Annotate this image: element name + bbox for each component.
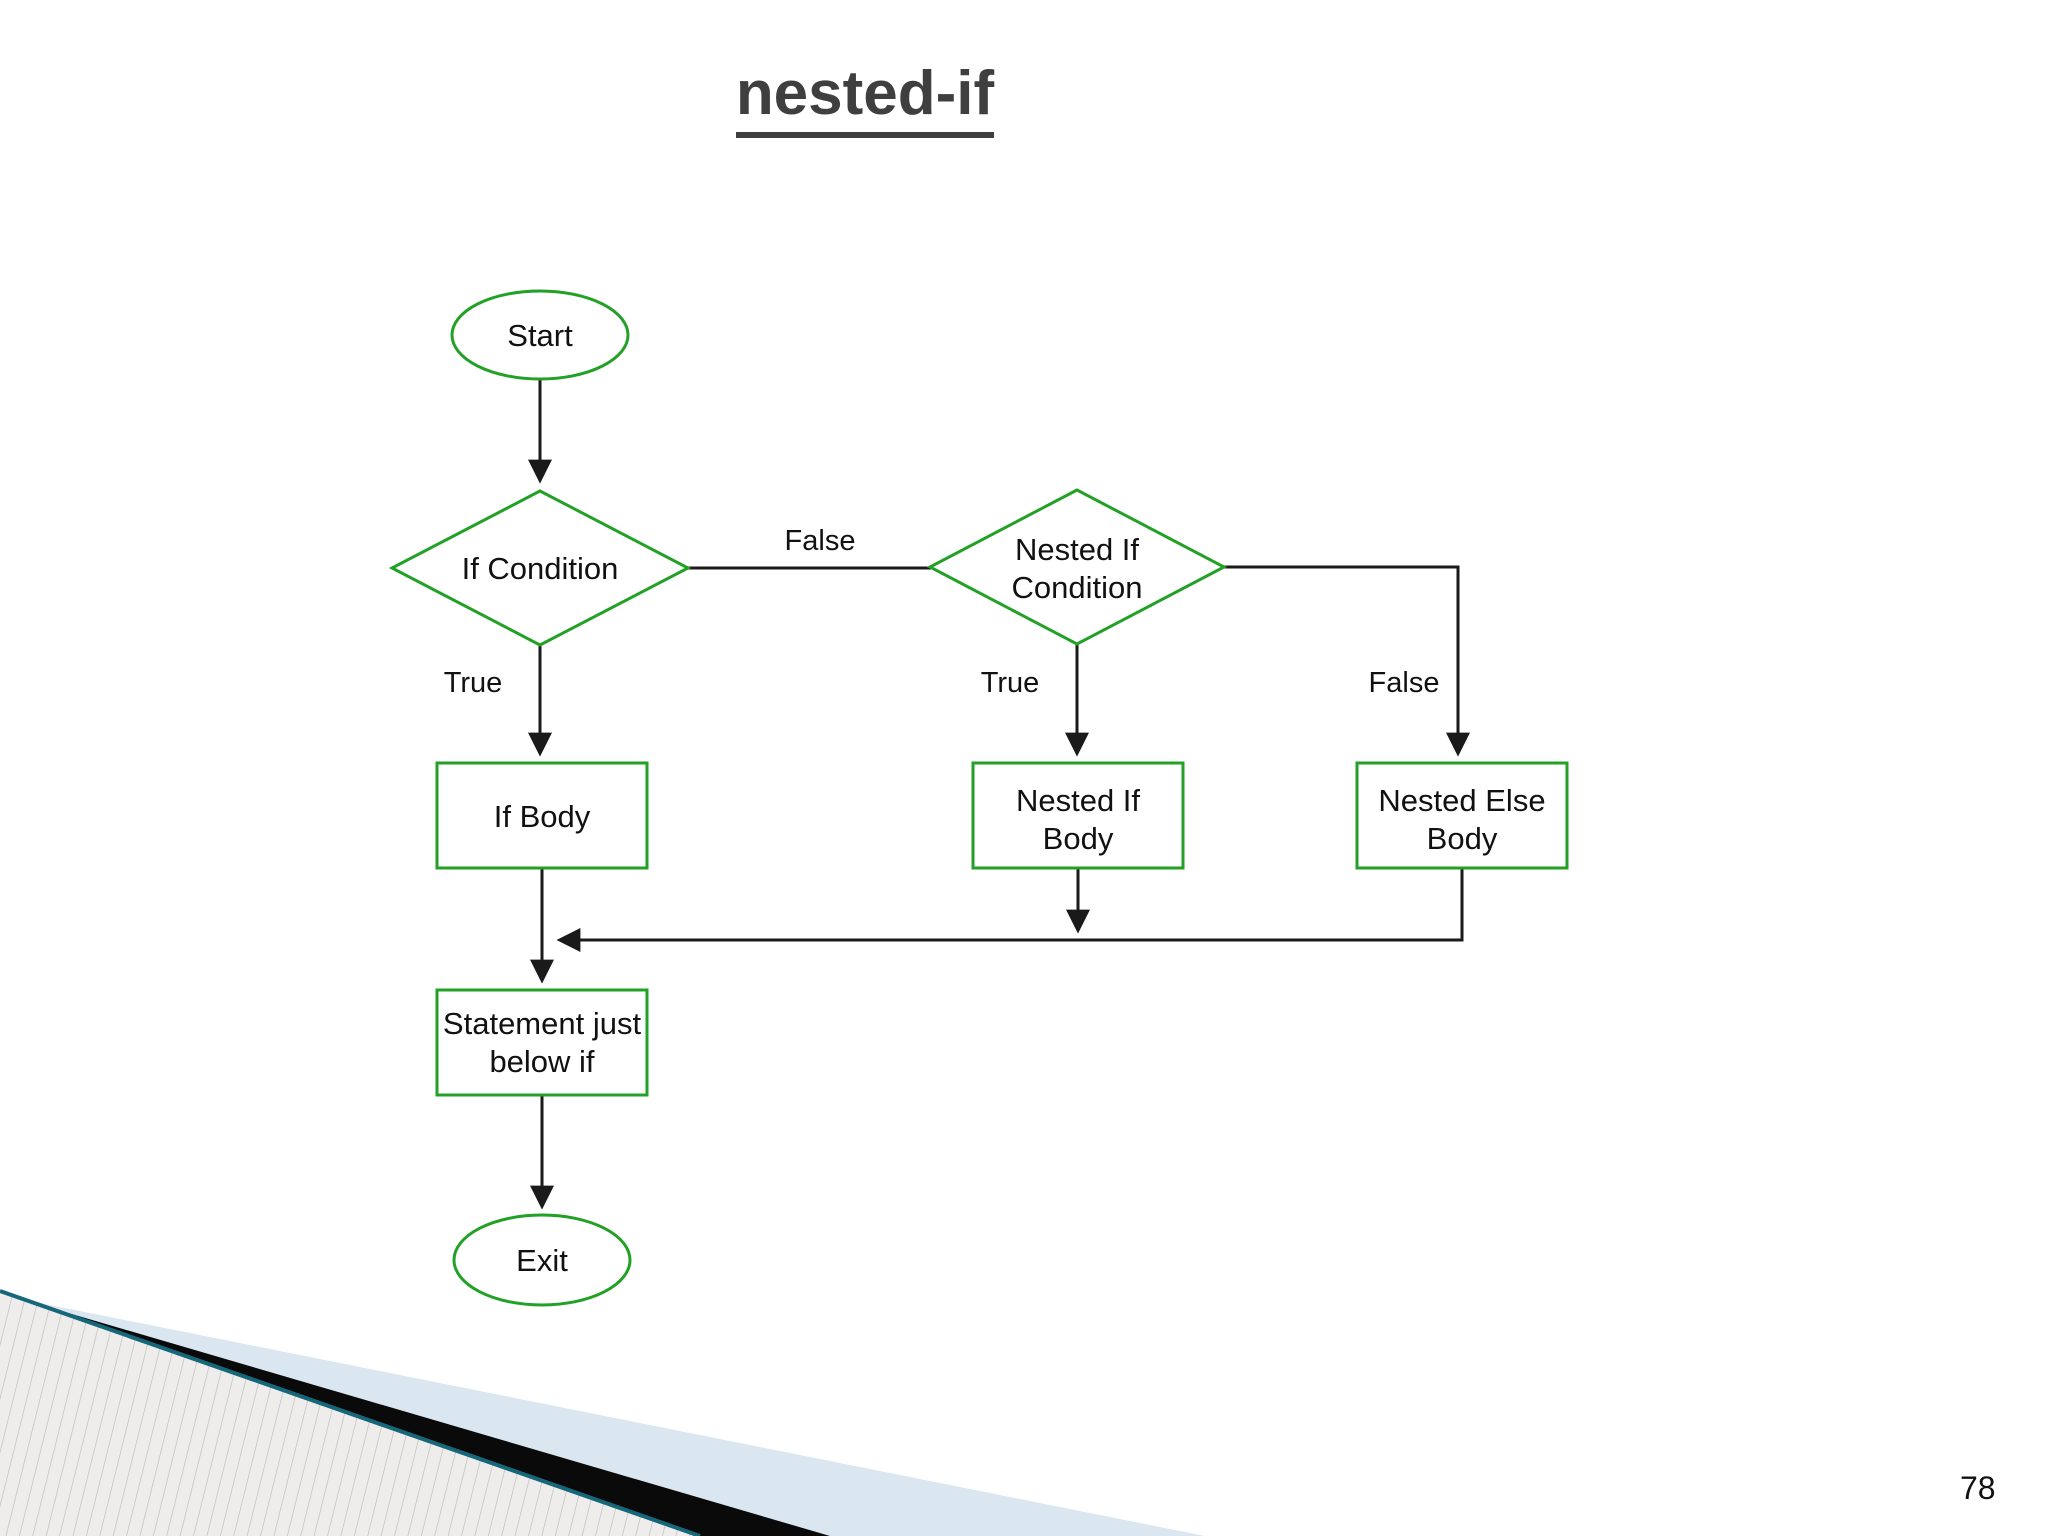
if-condition-decision-shape bbox=[388, 489, 692, 647]
start-label: Start bbox=[507, 318, 573, 353]
page-number: 78 bbox=[1960, 1470, 1996, 1506]
bottom-decoration bbox=[0, 1289, 1205, 1536]
if-body-process-shape bbox=[435, 761, 649, 870]
node-if-body: If Body bbox=[435, 761, 649, 870]
node-if-condition: If Condition bbox=[388, 489, 692, 647]
statement-below-if-label-line1: Statement just bbox=[443, 1006, 642, 1041]
nested-if-condition-label-line1: Nested If bbox=[1015, 532, 1139, 567]
nested-if-body-process-shape bbox=[971, 761, 1185, 870]
nested-else-body-label-line2: Body bbox=[1427, 821, 1498, 856]
edge-nested-false bbox=[1224, 565, 1470, 757]
nested-if-body-label-line1: Nested If bbox=[1016, 783, 1140, 818]
nested-if-condition-decision-shape bbox=[926, 488, 1228, 646]
nested-else-body-label-line1: Nested Else bbox=[1378, 783, 1545, 818]
statement-below-if-process-shape bbox=[435, 988, 649, 1097]
exit-label: Exit bbox=[516, 1243, 568, 1278]
decoration-teal-edge bbox=[0, 1289, 701, 1536]
node-statement-below-if: Statement just below if bbox=[435, 988, 649, 1097]
edge-label-nested-false: False bbox=[1369, 667, 1440, 699]
slide-title: nested-if bbox=[590, 58, 1140, 138]
node-exit: Exit bbox=[452, 1213, 632, 1307]
start-terminator-shape bbox=[450, 289, 630, 381]
if-body-label: If Body bbox=[494, 799, 591, 834]
statement-below-if-label-line2: below if bbox=[489, 1044, 594, 1079]
node-start: Start bbox=[450, 289, 630, 381]
node-nested-else-body: Nested Else Body bbox=[1355, 761, 1569, 870]
slide-title-text: nested-if bbox=[735, 59, 995, 138]
edge-label-nested-true: True bbox=[981, 667, 1040, 699]
node-nested-if-condition: Nested If Condition bbox=[926, 488, 1228, 646]
nested-else-body-process-shape bbox=[1355, 761, 1569, 870]
exit-terminator-shape bbox=[452, 1213, 632, 1307]
nested-if-condition-label-line2: Condition bbox=[1012, 570, 1143, 605]
if-condition-label: If Condition bbox=[462, 551, 619, 586]
edge-label-false: False bbox=[785, 525, 856, 557]
edge-nestedelsebody-to-merge bbox=[556, 868, 1464, 952]
edge-label-true: True bbox=[444, 667, 503, 699]
nested-if-body-label-line2: Body bbox=[1043, 821, 1114, 856]
node-nested-if-body: Nested If Body bbox=[971, 761, 1185, 870]
